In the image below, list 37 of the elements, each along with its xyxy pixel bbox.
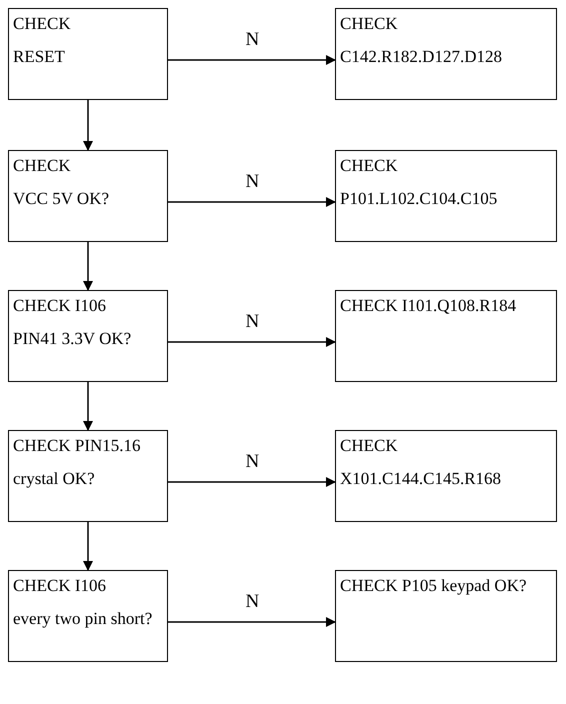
box-text: CHECK — [340, 155, 399, 176]
box-text: C142.R182.D127.D128 — [340, 46, 503, 68]
process-box — [335, 8, 557, 100]
box-text: VCC 5V OK? — [13, 188, 110, 210]
box-text: CHECK — [13, 155, 72, 176]
arrow — [168, 617, 336, 627]
process-box — [335, 570, 557, 662]
box-text: X101.C144.C145.R168 — [340, 468, 502, 490]
process-box — [8, 150, 168, 242]
arrow — [83, 100, 93, 151]
process-box — [8, 290, 168, 382]
process-box — [335, 430, 557, 522]
process-box — [335, 150, 557, 242]
arrow — [168, 55, 336, 65]
box-text: CHECK — [13, 13, 72, 34]
box-text: CHECK I101.Q108.R184 — [340, 295, 518, 316]
box-text: P101.L102.C104.C105 — [340, 188, 498, 210]
arrow — [168, 197, 336, 207]
box-text: CHECK — [340, 435, 399, 456]
box-text: CHECK I106 — [13, 295, 108, 316]
arrow — [83, 242, 93, 291]
arrow — [83, 382, 93, 431]
process-box — [8, 570, 168, 662]
arrow — [83, 522, 93, 571]
box-text: crystal OK? — [13, 468, 96, 490]
box-text: CHECK PIN15.16 — [13, 435, 142, 456]
process-box — [8, 8, 168, 100]
process-box — [335, 290, 557, 382]
arrow — [168, 337, 336, 347]
arrow — [168, 477, 336, 487]
box-text: PIN41 3.3V OK? — [13, 328, 132, 350]
box-text: every two pin short? — [13, 608, 154, 630]
box-text: RESET — [13, 46, 66, 68]
box-text: CHECK I106 — [13, 575, 108, 596]
box-text: CHECK P105 keypad OK? — [340, 575, 528, 596]
process-box — [8, 430, 168, 522]
box-text: CHECK — [340, 13, 399, 34]
